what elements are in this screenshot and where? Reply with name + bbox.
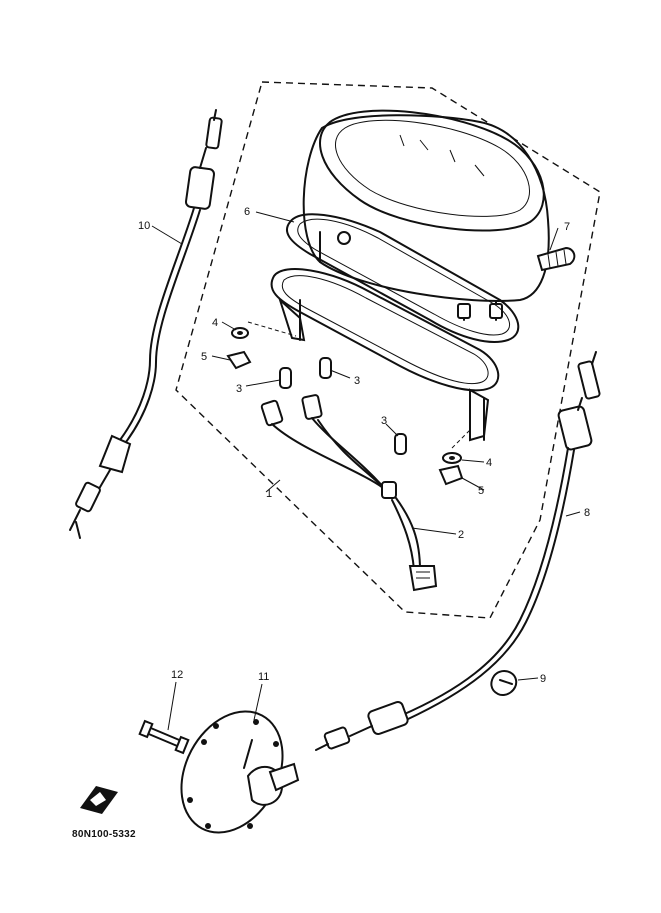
leader-lines bbox=[151, 211, 581, 731]
meter-bottom-case bbox=[270, 268, 500, 442]
label-part-3b: 3 bbox=[354, 375, 360, 387]
label-part-11: 11 bbox=[258, 671, 269, 683]
washer-part-4a bbox=[231, 327, 249, 339]
label-part-5a: 5 bbox=[201, 351, 207, 363]
label-part-3a: 3 bbox=[236, 383, 242, 395]
bulb-socket-part-7 bbox=[536, 246, 576, 272]
label-part-4a: 4 bbox=[212, 317, 218, 329]
direction-arrow-icon bbox=[80, 786, 118, 814]
grommet-part-9 bbox=[490, 670, 518, 696]
label-part-1: 1 bbox=[266, 488, 272, 500]
cable-part-10 bbox=[69, 109, 223, 539]
label-part-4b: 4 bbox=[486, 457, 492, 469]
label-part-2: 2 bbox=[458, 529, 464, 541]
diagram-code: 80N100-5332 bbox=[72, 829, 136, 840]
bulb-part-3b bbox=[319, 357, 332, 379]
cable-part-8 bbox=[315, 351, 601, 751]
gasket-part-6 bbox=[285, 213, 520, 343]
meter-housing bbox=[302, 109, 550, 321]
bulb-part-3c bbox=[394, 433, 407, 455]
label-part-7: 7 bbox=[564, 221, 570, 233]
label-part-12: 12 bbox=[171, 669, 183, 681]
label-part-10: 10 bbox=[138, 220, 150, 232]
label-part-9: 9 bbox=[540, 673, 546, 685]
nut-part-5a bbox=[226, 350, 252, 370]
label-part-5b: 5 bbox=[478, 485, 484, 497]
nut-part-5b bbox=[438, 464, 464, 486]
bulb-part-3a bbox=[279, 367, 292, 389]
washer-part-4b bbox=[442, 452, 462, 464]
label-part-8: 8 bbox=[584, 507, 590, 519]
assembly-boundary bbox=[175, 81, 601, 619]
bolt-part-12 bbox=[138, 719, 190, 755]
gear-unit-part-11 bbox=[180, 710, 300, 834]
label-part-3c: 3 bbox=[381, 415, 387, 427]
wire-harness-part-2 bbox=[260, 394, 438, 592]
label-part-6: 6 bbox=[244, 206, 250, 218]
